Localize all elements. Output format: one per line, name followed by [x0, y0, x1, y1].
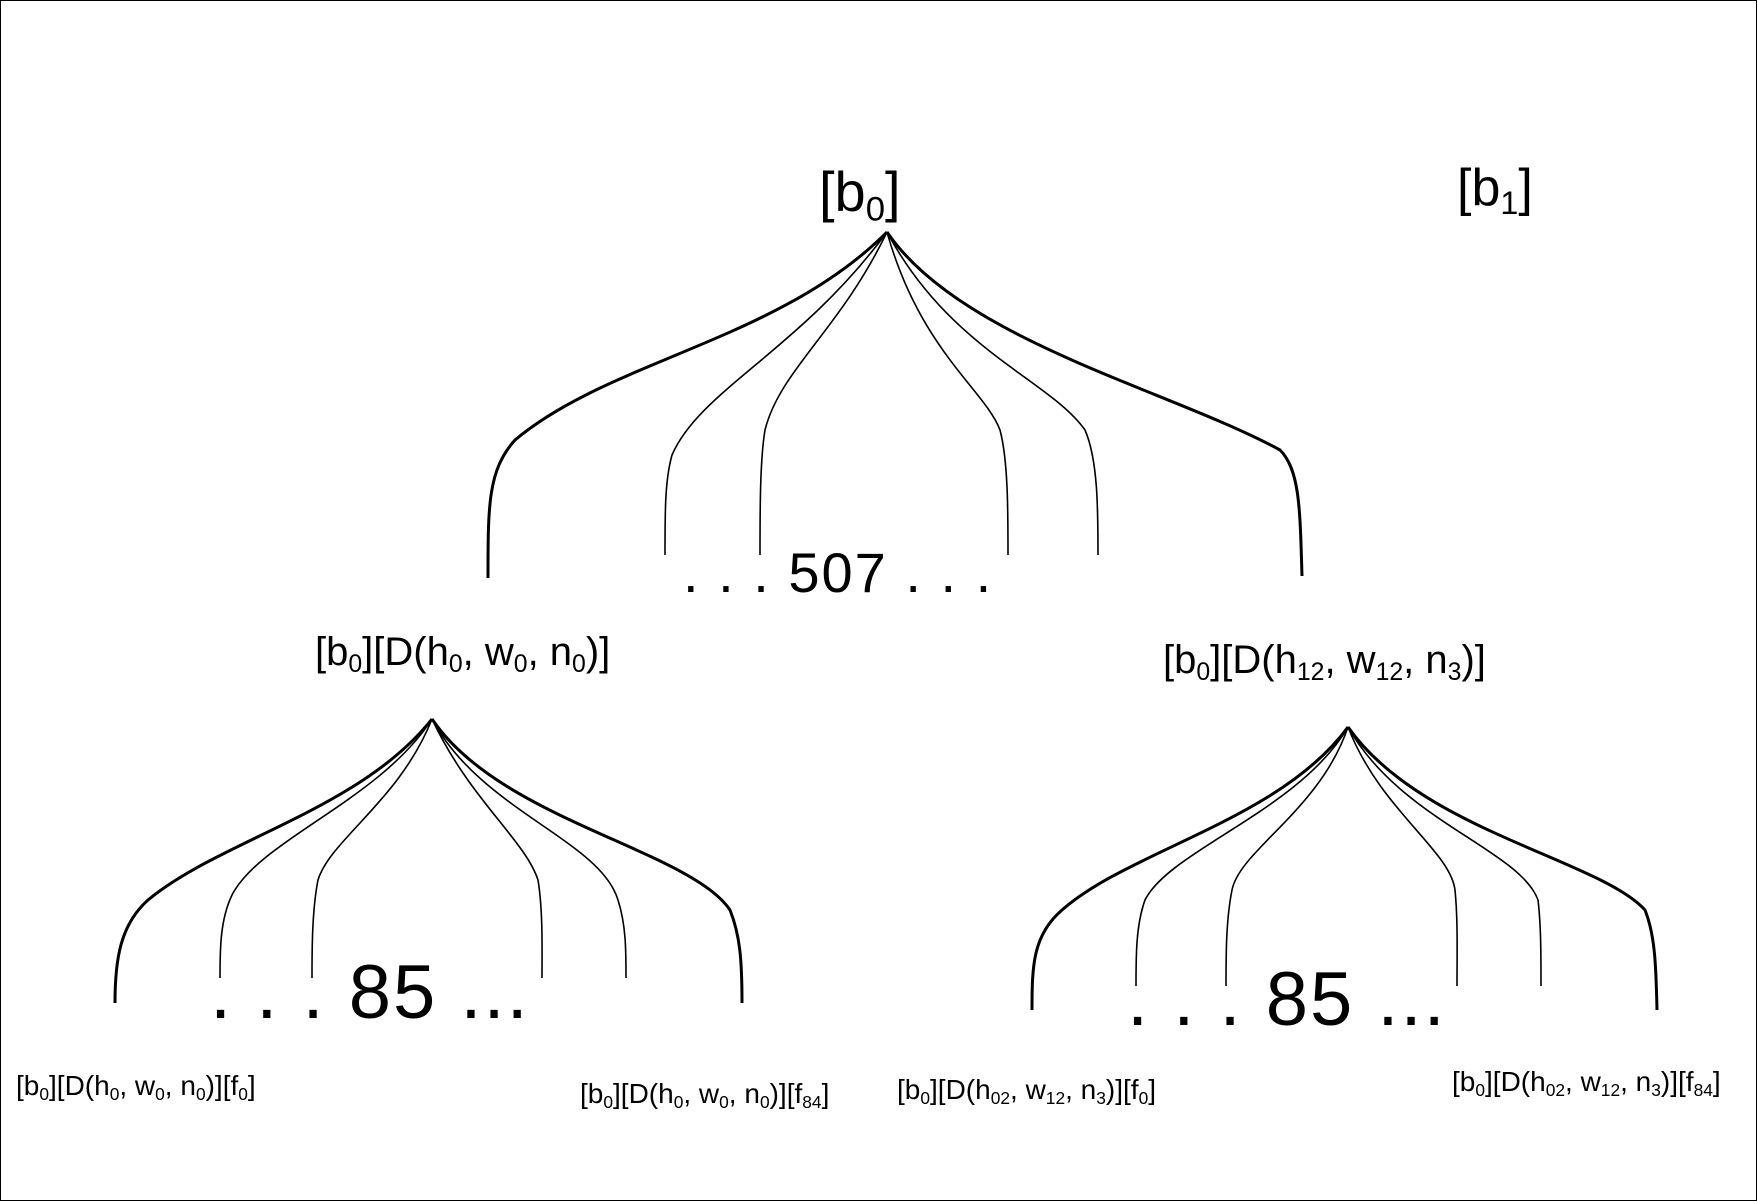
- right-children-count: . . . 85 ...: [1127, 957, 1447, 1042]
- edge-left-inner-right-1: [431, 718, 543, 979]
- leaf-label-left-first: [b0][D(h0, w0, n0)][f0]: [16, 1070, 256, 1104]
- edge-root-outer-right: [885, 231, 1304, 577]
- edge-right-outer-right: [1346, 726, 1659, 1011]
- root-node-label: [b0]: [819, 160, 901, 229]
- leaf-label-right-first: [b0][D(h02, w12, n3)][f0]: [897, 1074, 1157, 1108]
- sibling-root-node-label: [b1]: [1457, 159, 1533, 222]
- leaf-label-left-last: [b0][D(h0, w0, n0)][f84]: [580, 1078, 830, 1112]
- edge-left-inner-left-2: [311, 718, 433, 979]
- edge-left-outer-right: [430, 718, 744, 1004]
- edge-root-outer-left: [486, 230, 889, 579]
- edge-root-inner-left-2: [759, 231, 888, 556]
- edge-right-inner-right-2: [1347, 726, 1542, 987]
- edge-right-outer-left: [1030, 726, 1350, 1011]
- mid-left-node-label: [b0][D(h0, w0, n0)]: [315, 630, 611, 678]
- edge-root-inner-right-1: [886, 231, 1009, 556]
- edge-right-inner-left-1: [1135, 726, 1349, 987]
- edge-root-inner-left-1: [664, 231, 888, 556]
- edge-left-inner-left-1: [219, 718, 433, 979]
- edge-root-inner-right-2: [886, 231, 1099, 556]
- edge-left-inner-right-2: [431, 718, 627, 979]
- left-children-count: . . . 85 ...: [210, 950, 530, 1035]
- edge-right-inner-right-1: [1347, 726, 1458, 987]
- edge-right-inner-left-2: [1225, 726, 1349, 987]
- leaf-label-right-last: [b0][D(h02, w12, n3)][f84]: [1452, 1066, 1721, 1100]
- mid-right-node-label: [b0][D(h12, w12, n3)]: [1163, 638, 1486, 686]
- edge-left-outer-left: [113, 718, 434, 1004]
- root-children-count: . . . 507 . . .: [683, 541, 994, 604]
